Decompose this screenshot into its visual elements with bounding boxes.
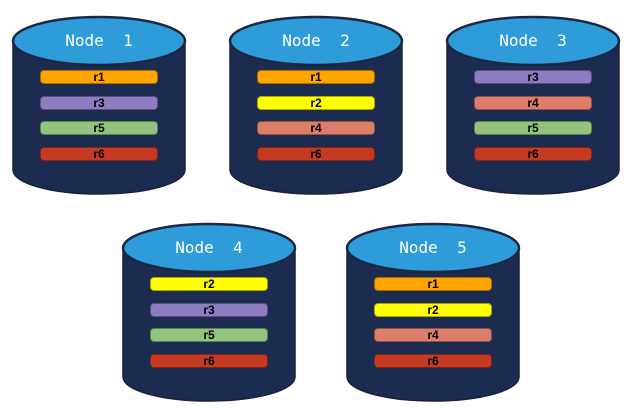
replica-bar-label: r6 [427, 353, 439, 368]
replica-bar-label: r1 [427, 277, 439, 291]
replica-bar-label: r4 [427, 328, 439, 342]
replica-bar: r1 [40, 70, 158, 84]
replica-bar-label: r5 [527, 121, 539, 135]
replica-bar-list: r3 r4 r5 r6 [474, 70, 592, 161]
replica-bar-label: r6 [203, 353, 215, 368]
replica-bar-label: r3 [527, 70, 539, 84]
replica-bar: r5 [474, 121, 592, 135]
replica-bar: r3 [474, 70, 592, 84]
replica-bar: r4 [257, 121, 375, 135]
replica-bar-label: r5 [93, 121, 105, 135]
replica-bar: r5 [40, 121, 158, 135]
replica-bar-label: r5 [203, 328, 215, 342]
node-title: Node 5 [399, 238, 467, 257]
replica-bar-label: r2 [310, 95, 322, 110]
replica-bar-label: r3 [203, 302, 215, 317]
node-title: Node 3 [499, 31, 567, 50]
replica-bar-label: r1 [310, 70, 322, 84]
replica-bar: r2 [257, 95, 375, 110]
replica-bar-label: r2 [427, 302, 439, 317]
replica-bar: r6 [257, 146, 375, 161]
replica-bar: r3 [150, 302, 268, 317]
replica-bar-list: r1 r2 r4 r6 [257, 70, 375, 161]
replica-bar: r4 [374, 328, 492, 342]
node-title: Node 2 [282, 31, 350, 50]
replica-bar-label: r1 [93, 70, 105, 84]
replica-bar-list: r1 r3 r5 r6 [40, 70, 158, 161]
replica-bar: r2 [150, 277, 268, 291]
replica-bar: r4 [474, 95, 592, 110]
replica-bar-label: r6 [527, 146, 539, 161]
database-node-3: Node 3 r3 r4 r5 r6 [445, 15, 621, 196]
replica-bar: r6 [150, 353, 268, 368]
replica-bar-list: r2 r3 r5 r6 [150, 277, 268, 368]
database-node-1: Node 1 r1 r3 r5 r6 [11, 15, 187, 196]
database-node-4: Node 4 r2 r3 r5 r6 [121, 222, 297, 403]
node-title: Node 4 [175, 238, 243, 257]
replica-bar-label: r6 [310, 146, 322, 161]
replica-bar-label: r3 [93, 95, 105, 110]
database-node-2: Node 2 r1 r2 r4 r6 [228, 15, 404, 196]
node-title: Node 1 [65, 31, 133, 50]
replica-bar-list: r1 r2 r4 r6 [374, 277, 492, 368]
replica-bar: r3 [40, 95, 158, 110]
replica-bar-label: r4 [310, 121, 322, 135]
replica-bar: r6 [40, 146, 158, 161]
replica-bar: r5 [150, 328, 268, 342]
replica-bar-label: r6 [93, 146, 105, 161]
replica-bar-label: r2 [203, 277, 215, 291]
replica-bar: r2 [374, 302, 492, 317]
replica-bar: r1 [374, 277, 492, 291]
replica-bar: r6 [374, 353, 492, 368]
database-node-5: Node 5 r1 r2 r4 r6 [345, 222, 521, 403]
replica-bar-label: r4 [527, 95, 539, 110]
replica-bar: r1 [257, 70, 375, 84]
replica-bar: r6 [474, 146, 592, 161]
